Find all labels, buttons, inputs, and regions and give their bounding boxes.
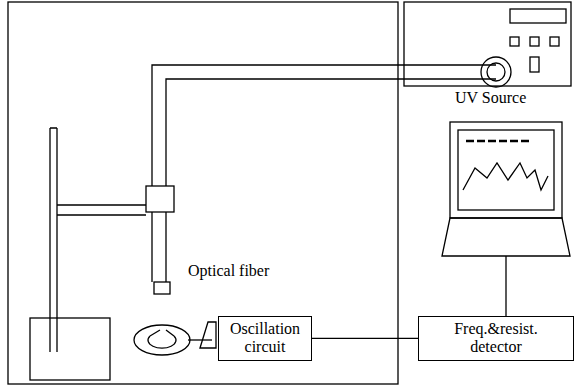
optical-fiber	[166, 79, 496, 282]
sensor-coil-inner	[148, 336, 176, 348]
box-label: Freq.&resist. detector	[439, 320, 553, 357]
fiber-port	[481, 57, 511, 87]
sensor-coil	[134, 325, 190, 355]
optical-fiber	[152, 65, 496, 282]
enclosure-frame	[8, 2, 398, 384]
box-label: Oscillation circuit	[223, 320, 307, 357]
sensor-gap	[150, 330, 174, 336]
laptop-display	[458, 130, 554, 210]
fiber-port-inner	[487, 63, 505, 81]
screen-dots	[466, 140, 529, 143]
signal-trace	[463, 163, 548, 190]
process-box: Oscillation circuit	[218, 316, 312, 361]
sensor-lead	[188, 339, 212, 340]
laptop-screen	[450, 122, 562, 218]
data-cable	[505, 256, 506, 316]
button	[510, 37, 519, 46]
beaker	[30, 318, 110, 380]
fiber-clamp	[146, 186, 174, 212]
sensor-plate	[200, 322, 216, 348]
uv-source-device	[404, 2, 571, 86]
fiber-tip	[154, 282, 170, 294]
display-window	[510, 9, 566, 23]
stand-arm	[57, 205, 146, 215]
part-label: Optical fiber	[188, 262, 269, 280]
signal-wire	[312, 338, 418, 339]
part-label: UV Source	[455, 89, 526, 107]
switch	[530, 57, 539, 72]
button	[530, 37, 539, 46]
button	[550, 37, 559, 46]
process-box: Freq.&resist. detector	[418, 316, 574, 361]
laptop-base	[442, 218, 570, 256]
